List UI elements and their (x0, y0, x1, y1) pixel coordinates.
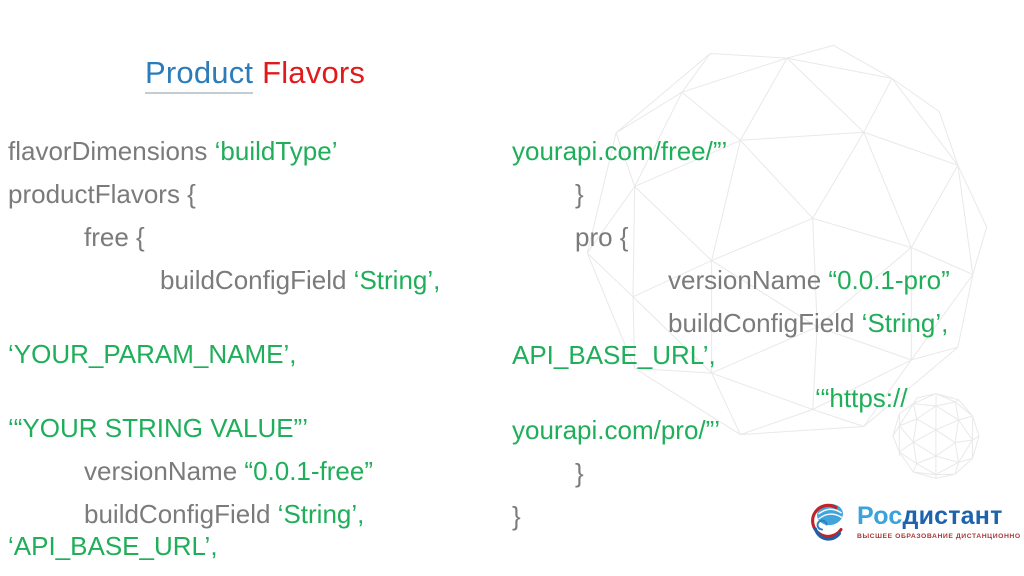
code-line: buildConfigField ‘String’, (668, 310, 1022, 336)
code-string-segment: ‘String’, (861, 308, 949, 338)
code-text-segment: buildConfigField (160, 265, 354, 295)
logo-brand-part1: Рос (857, 502, 903, 530)
code-text-segment: buildConfigField (84, 499, 278, 529)
code-text-segment: buildConfigField (668, 308, 862, 338)
code-line: buildConfigField ‘String’, (84, 501, 508, 527)
code-line: } (575, 181, 1022, 207)
code-line: ‘API_BASE_URL’, (8, 533, 508, 559)
rosdistant-logo: Росдистант ВЫСШЕЕ ОБРАЗОВАНИЕ ДИСТАНЦИОН… (806, 500, 1021, 544)
code-string-segment: ‘String’, (277, 499, 365, 529)
logo-brand-text: Росдистант (857, 503, 1021, 529)
code-line: ‘“https:// (815, 385, 1022, 411)
code-text-segment: pro { (575, 222, 629, 252)
code-string-segment: yourapi.com/free/”’ (512, 136, 728, 166)
code-line: API_BASE_URL’, (512, 342, 1022, 368)
code-text-segment: free { (84, 222, 145, 252)
code-line: yourapi.com/free/”’ (512, 138, 1022, 164)
code-text-segment: } (575, 458, 584, 488)
code-line: } (575, 460, 1022, 486)
code-string-segment: ‘buildType’ (214, 136, 338, 166)
code-line: pro { (575, 224, 1022, 250)
code-string-segment: ‘YOUR_PARAM_NAME’, (8, 339, 297, 369)
code-string-segment: ‘“YOUR STRING VALUE”’ (8, 413, 308, 443)
title-flavors: Flavors (262, 55, 366, 90)
code-line: ‘“YOUR STRING VALUE”’ (8, 415, 508, 441)
title-space (253, 55, 262, 90)
code-line: versionName “0.0.1-pro” (668, 267, 1022, 293)
code-text-segment: productFlavors { (8, 179, 196, 209)
code-line: productFlavors { (8, 181, 508, 207)
code-line: free { (84, 224, 508, 250)
code-line: } (512, 503, 1022, 529)
code-string-segment: API_BASE_URL’, (512, 340, 716, 370)
code-column-left: flavorDimensions ‘buildType’ productFlavo… (8, 138, 508, 559)
code-string-segment: ‘API_BASE_URL’, (8, 531, 218, 561)
logo-tagline: ВЫСШЕЕ ОБРАЗОВАНИЕ ДИСТАНЦИОННО (857, 533, 1021, 540)
code-text-segment: flavorDimensions (8, 136, 215, 166)
globe-icon (811, 503, 843, 541)
code-text-segment: versionName (84, 456, 245, 486)
code-line: yourapi.com/pro/”’ (512, 417, 1022, 443)
code-line: versionName “0.0.1-free” (84, 458, 508, 484)
code-text-segment: } (575, 179, 584, 209)
code-text-segment: versionName (668, 265, 829, 295)
code-text-segment: } (512, 501, 521, 531)
code-string-segment: yourapi.com/pro/”’ (512, 415, 721, 445)
logo-brand-part2: дистант (902, 502, 1003, 530)
code-string-segment: “0.0.1-free” (244, 456, 374, 486)
page-title: Product Flavors (145, 55, 366, 94)
code-string-segment: ‘String’, (353, 265, 441, 295)
code-string-segment: ‘“https:// (815, 383, 908, 413)
code-line: ‘YOUR_PARAM_NAME’, (8, 341, 508, 367)
code-column-right: yourapi.com/free/”’} pro { versionName “0.… (512, 138, 1022, 529)
code-string-segment: “0.0.1-pro” (828, 265, 950, 295)
title-product-link[interactable]: Product (145, 55, 254, 94)
code-line: flavorDimensions ‘buildType’ (8, 138, 508, 164)
code-line: buildConfigField ‘String’, (160, 267, 508, 293)
